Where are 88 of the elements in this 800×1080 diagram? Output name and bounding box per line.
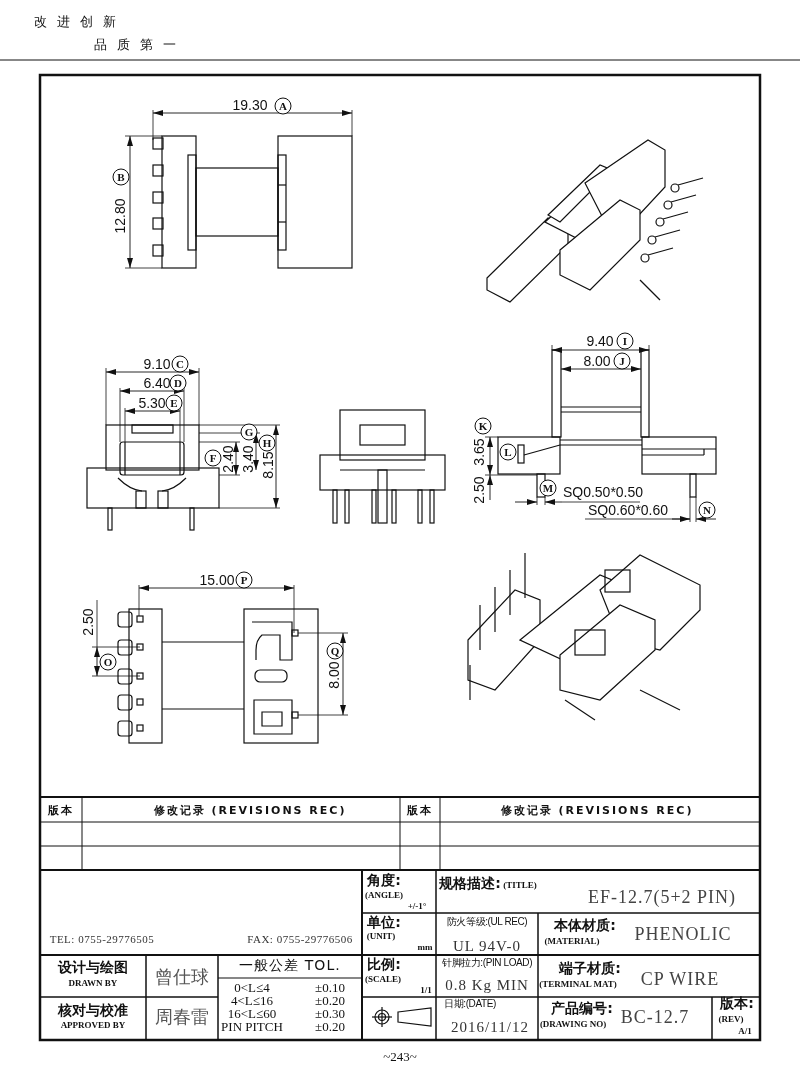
dimension-letter: K xyxy=(474,417,492,435)
cell-value: UL 94V-0 xyxy=(452,937,522,955)
cell-label: 端子材质: xyxy=(559,960,621,978)
cell-value: ±0.10 xyxy=(315,980,345,996)
dimension-letter: L xyxy=(499,443,517,461)
dimension-letter: C xyxy=(171,355,189,373)
cell-value: mm xyxy=(417,942,433,952)
cell-label: 一般公差 TOL. xyxy=(239,957,341,975)
cell-label: (MATERIAL) xyxy=(544,936,600,946)
cell-label: 本体材质: xyxy=(554,917,616,935)
dimension-value: 5.30 xyxy=(138,395,166,411)
cell-label: 核对与校准 xyxy=(58,1002,128,1020)
dimension-value: 9.40 xyxy=(586,333,614,349)
dimension-letter: N xyxy=(698,501,716,519)
cell-value: 0<L≤4 xyxy=(234,980,270,996)
cell-value: A/1 xyxy=(738,1026,752,1036)
dimension-letter: Q xyxy=(326,642,344,660)
cell-value: ±0.30 xyxy=(315,1006,345,1022)
cell-value: 1/1 xyxy=(420,985,432,995)
cell-value: 曾仕球 xyxy=(155,965,209,989)
dimension-value: 8.15 xyxy=(260,451,276,479)
cell-label: 日期:(DATE) xyxy=(444,997,496,1011)
slogan-text: 改进创新 xyxy=(34,13,126,31)
cell-label: 单位: xyxy=(367,914,401,932)
cell-value: PHENOLIC xyxy=(634,923,732,945)
cell-label: (SCALE) xyxy=(365,974,401,984)
dimension-letter: P xyxy=(235,571,253,589)
dimension-value: 12.80 xyxy=(112,198,128,234)
cell-value: +/-1° xyxy=(407,901,427,911)
cell-label: (TERMINAL MAT) xyxy=(539,979,617,989)
dimension-value: 19.30 xyxy=(232,97,268,113)
cell-value: BC-12.7 xyxy=(620,1006,690,1028)
cell-label: 设计与绘图 xyxy=(58,959,128,977)
cell-label: 防火等级:(UL REC) xyxy=(446,915,528,929)
cell-value: CP WIRE xyxy=(640,968,720,990)
table-heading: 版本 xyxy=(48,802,74,818)
contact-text: TEL: 0755-29776505 xyxy=(49,933,155,945)
dimension-value: 2.50 xyxy=(80,608,96,636)
dimension-letter: B xyxy=(112,168,130,186)
cell-value: 周春雷 xyxy=(155,1005,209,1029)
dimension-letter: G xyxy=(240,423,258,441)
cell-label: 角度: xyxy=(367,872,401,890)
table-heading: 修改记录 (REVISIONS REC) xyxy=(153,802,347,818)
cell-value: 0.8 Kg MIN xyxy=(445,976,529,994)
cell-label: (DRAWING NO) xyxy=(539,1019,607,1029)
cell-label: (TITLE) xyxy=(503,880,537,890)
dimension-letter: E xyxy=(165,394,183,412)
dimension-letter: H xyxy=(258,434,276,452)
cell-label: 规格描述: xyxy=(439,875,501,893)
cell-label: (REV) xyxy=(718,1014,744,1024)
dimension-value: 8.00 xyxy=(583,353,611,369)
dimension-value: SQ0.60*0.60 xyxy=(587,502,669,518)
cell-value: EF-12.7(5+2 PIN) xyxy=(587,886,737,908)
page-number: ~243~ xyxy=(383,1049,417,1065)
cell-label: (ANGLE) xyxy=(365,890,403,900)
cell-label: 版本: xyxy=(720,995,754,1013)
dimension-value: 3.65 xyxy=(471,438,487,466)
dimension-letter: D xyxy=(169,374,187,392)
dimension-letter: F xyxy=(204,449,222,467)
dimension-value: 8.00 xyxy=(326,661,342,689)
cell-value: 2016/11/12 xyxy=(451,1018,529,1036)
dimension-value: 3.40 xyxy=(240,445,256,473)
dimension-letter: M xyxy=(539,479,557,497)
dimension-value: 6.40 xyxy=(143,375,171,391)
cell-value: PIN PITCH xyxy=(221,1019,283,1035)
dimension-value: 2.50 xyxy=(471,476,487,504)
slogan-text: 品质第一 xyxy=(94,36,186,54)
dimension-letter: A xyxy=(274,97,292,115)
cell-value: 4<L≤16 xyxy=(231,993,273,1009)
contact-text: FAX: 0755-29776506 xyxy=(247,933,353,945)
dimension-value: 2.40 xyxy=(220,445,236,473)
cell-label: APPROVED BY xyxy=(60,1020,126,1030)
cell-value: ±0.20 xyxy=(315,1019,345,1035)
dimension-letter: O xyxy=(99,653,117,671)
dimension-value: 15.00 xyxy=(199,572,235,588)
cell-label: (UNIT) xyxy=(366,931,396,941)
dimension-value: SQ0.50*0.50 xyxy=(562,484,644,500)
cell-value: 16<L≤60 xyxy=(227,1006,277,1022)
cell-label: 产品编号: xyxy=(551,1000,613,1018)
dimension-letter: J xyxy=(613,352,631,370)
dimension-letter: I xyxy=(616,332,634,350)
cell-value: ±0.20 xyxy=(315,993,345,1009)
table-heading: 修改记录 (REVISIONS REC) xyxy=(500,802,694,818)
cell-label: 针脚拉力:(PIN LOAD) xyxy=(441,956,533,970)
cell-label: 比例: xyxy=(367,956,401,974)
dimension-value: 9.10 xyxy=(143,356,171,372)
table-heading: 版本 xyxy=(407,802,433,818)
cell-label: DRAWN BY xyxy=(68,978,118,988)
